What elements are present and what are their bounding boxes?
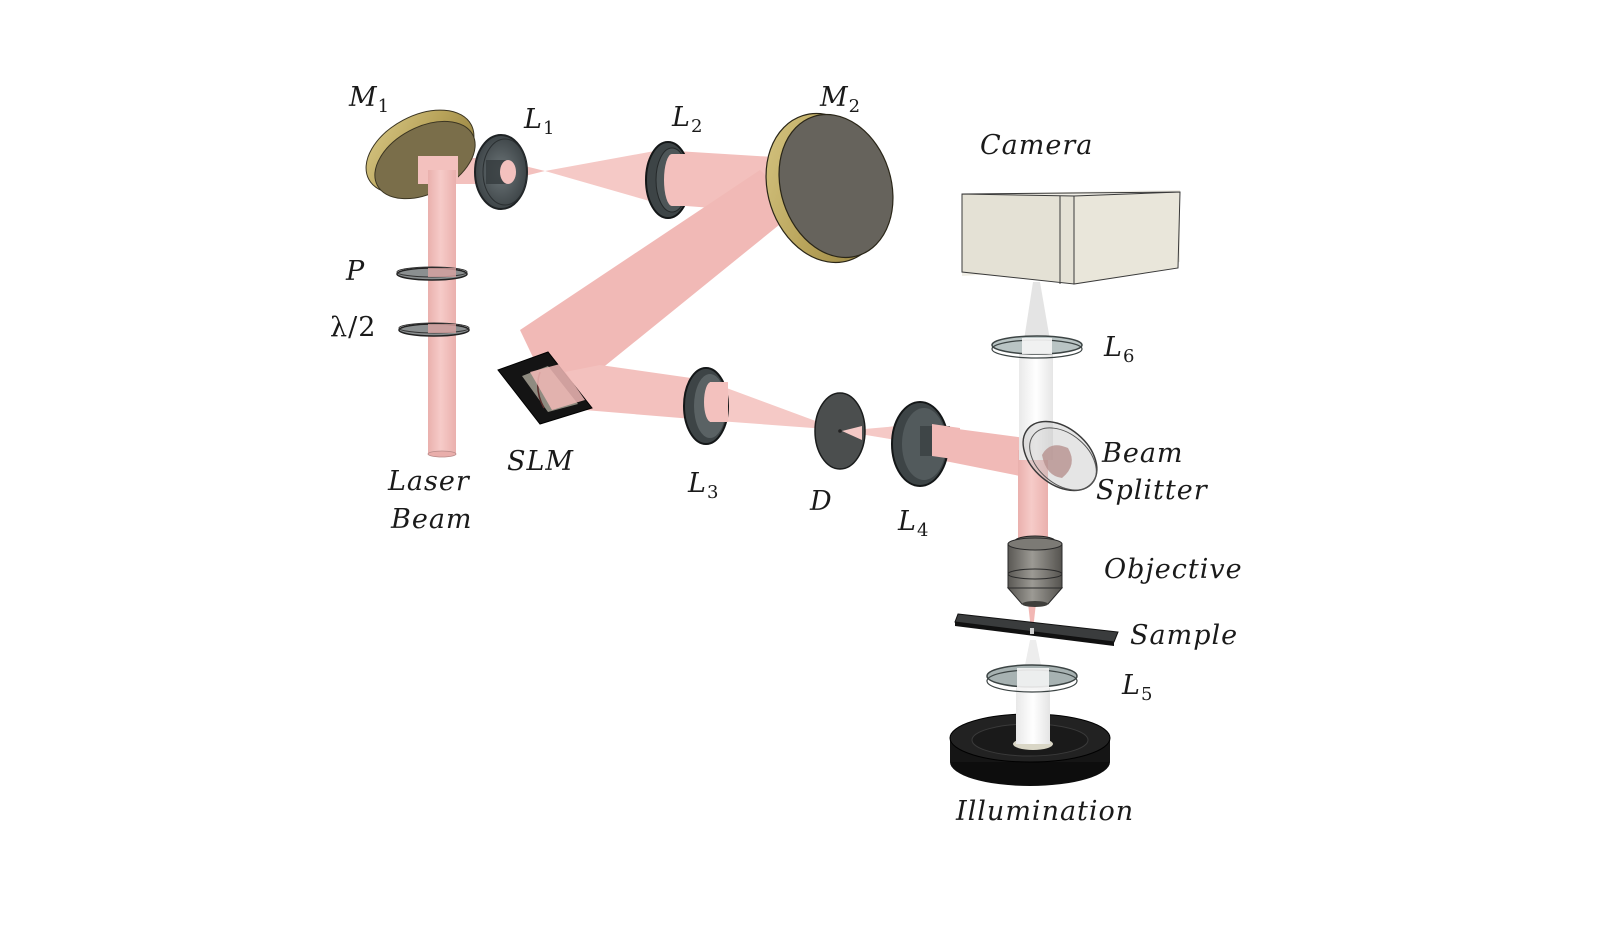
label-l5-base: L <box>1122 670 1141 701</box>
label-l2: L2 <box>672 104 702 136</box>
iris-d <box>814 392 866 470</box>
lens-l5 <box>986 664 1078 693</box>
illumination-source <box>949 700 1111 786</box>
label-m2-base: M <box>820 82 849 113</box>
label-l2-sub: 2 <box>690 116 703 137</box>
label-sample: Sample <box>1130 620 1239 651</box>
label-m1-sub: 1 <box>377 96 390 117</box>
label-beam-splitter-line2: Splitter <box>1096 475 1208 506</box>
lens-l6 <box>991 335 1083 359</box>
label-l4: L4 <box>898 508 928 540</box>
polarizer-p <box>396 266 468 281</box>
slm-device <box>497 351 593 425</box>
lens-l2 <box>645 141 694 219</box>
label-l2-base: L <box>672 102 691 133</box>
label-l3-sub: 3 <box>706 482 719 503</box>
label-l3-base: L <box>688 468 707 499</box>
label-illumination: Illumination <box>956 796 1135 827</box>
lens-l3 <box>683 367 729 445</box>
label-m1: M1 <box>349 84 389 116</box>
lens-l1 <box>474 134 528 210</box>
label-l5-sub: 5 <box>1140 684 1153 705</box>
l3-to-d-cone <box>705 380 840 430</box>
label-l5: L5 <box>1122 672 1152 704</box>
camera-body <box>961 190 1181 285</box>
label-l6-sub: 6 <box>1122 346 1135 367</box>
label-objective: Objective <box>1104 554 1243 585</box>
label-l3: L3 <box>688 470 718 502</box>
input-beam <box>428 170 456 454</box>
mirror-m2 <box>765 112 894 264</box>
label-l1: L1 <box>524 106 554 138</box>
splitter-to-objective-beam <box>1018 450 1048 540</box>
beam-splitter <box>1022 420 1098 492</box>
objective-focus-beam <box>1028 603 1036 630</box>
label-slm: SLM <box>507 446 575 477</box>
sample-slide <box>954 613 1119 646</box>
input-beam-end <box>427 450 457 458</box>
label-laser-beam-line1: Laser <box>388 466 470 497</box>
label-laser-beam-line2: Beam <box>391 504 473 535</box>
laser-beam-path <box>420 150 1048 630</box>
label-l6: L6 <box>1104 334 1134 366</box>
mirror-m1 <box>365 109 476 200</box>
label-m2-sub: 2 <box>848 96 861 117</box>
objective-lens <box>1006 535 1064 607</box>
label-l4-base: L <box>898 506 917 537</box>
label-iris-d: D <box>810 486 833 517</box>
lens-l4 <box>891 401 960 487</box>
label-m2: M2 <box>820 84 860 116</box>
label-l4-sub: 4 <box>916 520 929 541</box>
half-wave-plate <box>398 322 470 337</box>
label-l1-sub: 1 <box>542 118 555 139</box>
label-l1-base: L <box>524 104 543 135</box>
m2-to-slm-beam <box>520 170 800 378</box>
label-camera: Camera <box>980 130 1094 161</box>
l1-to-l2-expansion <box>545 150 660 204</box>
label-m1-base: M <box>349 82 378 113</box>
label-half-wave-plate: λ/2 <box>330 312 377 343</box>
camera-cone <box>1024 282 1050 340</box>
imaging-beam-upper <box>1019 340 1053 460</box>
label-beam-splitter-line1: Beam <box>1102 438 1184 469</box>
label-polarizer: P <box>346 256 366 287</box>
label-l6-base: L <box>1104 332 1123 363</box>
